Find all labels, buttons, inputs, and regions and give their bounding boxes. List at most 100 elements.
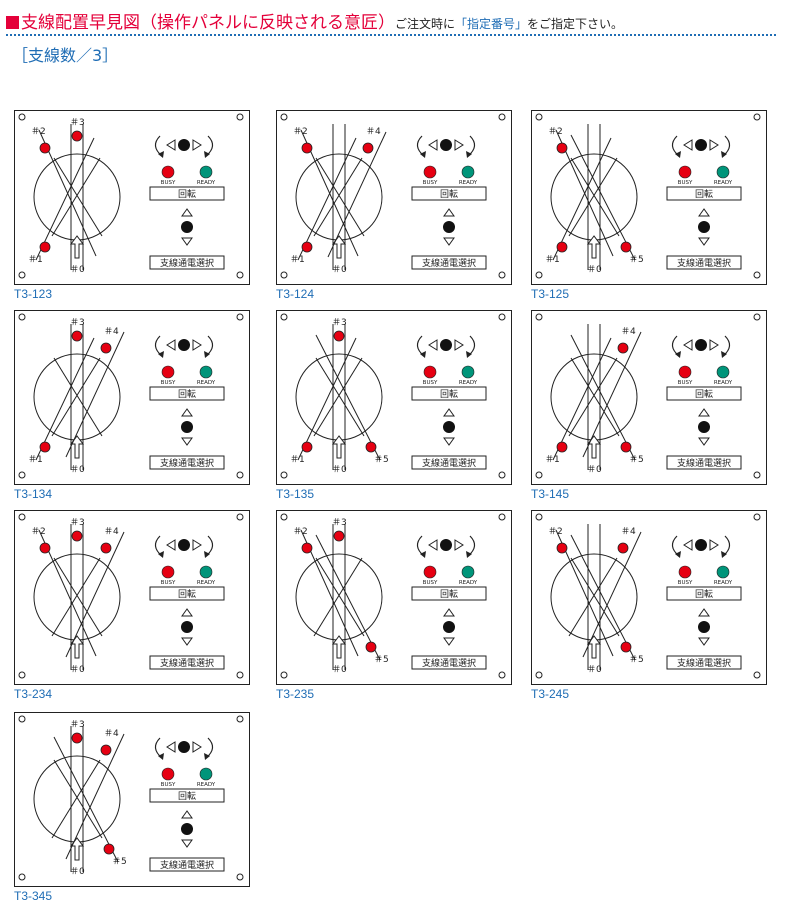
triangle-up-icon: [181, 208, 193, 217]
branch-dot-icon: [100, 542, 112, 554]
ready-led-icon: [199, 767, 213, 781]
branch-line-4: [65, 733, 125, 860]
busy-label: BUSY: [423, 380, 438, 386]
ready-led-icon: [716, 365, 730, 379]
knob-icon: [695, 339, 707, 351]
mount-hole-icon: [18, 471, 26, 479]
mount-hole-icon: [18, 873, 26, 881]
mount-hole-icon: [535, 671, 543, 679]
mount-hole-icon: [498, 513, 506, 521]
connector-diagram: ＃0＃1＃3＃5: [290, 317, 389, 475]
branch-line-4: [65, 531, 125, 658]
page-header: 支線配置早見図（操作パネルに反映される意匠）ご注文時に「指定番号」をご指定下さい…: [6, 8, 776, 36]
branch-label-0: ＃0: [70, 464, 85, 475]
rotate-left-arrowhead: [675, 351, 681, 358]
connector-diagram: ＃0＃2＃3＃5: [293, 517, 389, 675]
select-button-box: [149, 857, 225, 872]
select-knob-icon: [181, 621, 193, 633]
mount-hole-icon: [18, 513, 26, 521]
mount-hole-icon: [753, 271, 761, 279]
cross-line: [51, 557, 101, 637]
mount-hole-icon: [280, 271, 288, 279]
branch-label-1: ＃1: [28, 254, 43, 265]
ready-led-icon: [199, 365, 213, 379]
select-knob-icon: [443, 221, 455, 233]
triangle-up-icon: [698, 608, 710, 617]
branch-label-0: ＃0: [587, 264, 602, 275]
cross-line: [313, 557, 363, 637]
rotate-button-box: [666, 386, 742, 401]
knob-icon: [178, 539, 190, 551]
select-knob-icon: [181, 221, 193, 233]
rotate-left-arrowhead: [420, 151, 426, 158]
branch-label-1: ＃1: [290, 454, 305, 465]
triangle-up-icon: [181, 608, 193, 617]
branch-label-2: ＃2: [293, 526, 308, 537]
rotate-button-box: [149, 586, 225, 601]
select-label: 支線通電選択: [160, 257, 214, 269]
triangle-down-icon: [698, 237, 710, 246]
branch-label-1: ＃1: [545, 254, 560, 265]
mount-hole-icon: [535, 113, 543, 121]
branch-line-5: [570, 334, 636, 461]
ready-led-icon: [199, 565, 213, 579]
knob-icon: [440, 339, 452, 351]
mount-hole-icon: [753, 313, 761, 321]
cross-line: [568, 157, 618, 237]
rotate-left-arrowhead: [420, 351, 426, 358]
branch-label-3: ＃3: [70, 517, 85, 528]
cross-line: [315, 157, 365, 237]
mount-hole-icon: [236, 271, 244, 279]
branch-label-0: ＃0: [70, 664, 85, 675]
branch-dot-icon: [556, 542, 568, 554]
cross-line: [313, 157, 363, 237]
triangle-left-icon: [166, 139, 176, 151]
panel-code-label: T3-135: [276, 487, 315, 501]
rotate-right-arrowhead: [204, 151, 210, 158]
branch-label-4: ＃4: [104, 526, 119, 537]
branch-label-1: ＃1: [545, 454, 560, 465]
branch-label-5: ＃5: [629, 254, 644, 265]
branch-dot-icon: [100, 744, 112, 756]
branch-label-4: ＃4: [621, 326, 636, 337]
mount-hole-icon: [753, 671, 761, 679]
mount-hole-icon: [280, 113, 288, 121]
mount-hole-icon: [498, 471, 506, 479]
rotate-button-box: [149, 386, 225, 401]
select-label: 支線通電選択: [422, 457, 476, 469]
select-label: 支線通電選択: [160, 657, 214, 669]
cross-line: [570, 157, 620, 237]
mount-hole-icon: [535, 313, 543, 321]
cross-line: [313, 357, 363, 437]
rotate-button-box: [411, 186, 487, 201]
branch-dot-icon: [365, 641, 377, 653]
ready-label: READY: [714, 380, 733, 386]
branch-label-2: ＃2: [31, 126, 46, 137]
branch-dot-icon: [617, 342, 629, 354]
mount-hole-icon: [18, 271, 26, 279]
branch-dot-icon: [100, 342, 112, 354]
rotate-label: 回転: [440, 389, 458, 400]
rotate-left-arrowhead: [158, 551, 164, 558]
mount-hole-icon: [753, 513, 761, 521]
ready-led-icon: [716, 165, 730, 179]
up-arrow-icon: [587, 235, 601, 259]
